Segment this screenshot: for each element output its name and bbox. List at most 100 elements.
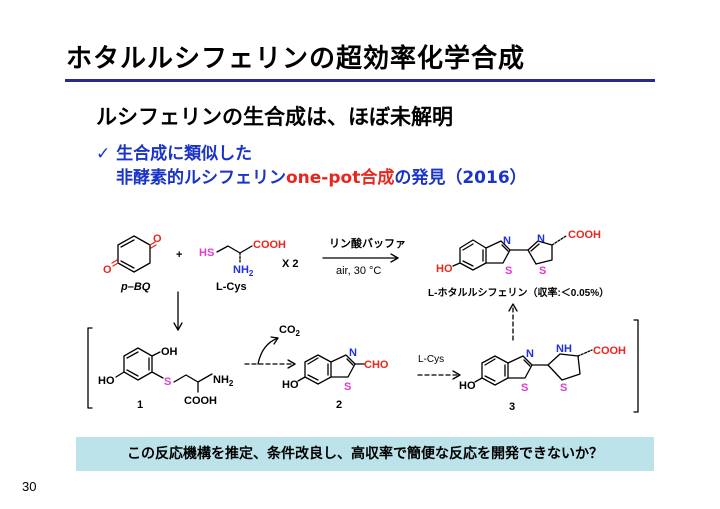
product-s1: S — [505, 265, 512, 277]
dashed-arrow-1-head — [287, 359, 296, 369]
scheme-labels: O O p–BQ + HS COOH NH2 X 2 L-Cys リン酸バッファ… — [98, 229, 626, 413]
co2-curve-head — [270, 336, 279, 345]
pbq-double-1 — [120, 239, 135, 248]
c1-s: S — [164, 376, 171, 388]
c1-nh2: NH2 — [213, 374, 234, 388]
c3-s1: S — [521, 382, 528, 394]
c3-cooh: COOH — [593, 345, 626, 357]
c1-oh: OH — [161, 346, 178, 358]
c1-db2 — [126, 369, 139, 377]
title-divider — [65, 79, 655, 82]
product-n1: N — [503, 235, 511, 247]
product-label: L-ホタルルシフェリン（収率:＜0.05%） — [428, 286, 609, 299]
c2-thiazole-db — [346, 358, 354, 366]
down-arrow-head — [173, 322, 183, 331]
bullet-line-2: 非酵素的ルシフェリンone-pot合成の発見（2016） — [116, 163, 527, 188]
c1-nh: NH — [213, 374, 229, 386]
pbq-ring — [117, 235, 151, 273]
product-s2: S — [539, 265, 546, 277]
cys-cooh: COOH — [253, 239, 286, 251]
c3-number: 3 — [509, 401, 515, 413]
c2-s: S — [344, 381, 351, 393]
cys-nh: NH — [233, 264, 249, 276]
c2-ho: HO — [282, 379, 299, 391]
c2-cho: CHO — [364, 359, 389, 371]
product-ho: HO — [436, 263, 453, 275]
check-icon: ✓ — [96, 144, 111, 164]
c1-oh-bond — [151, 351, 161, 357]
product-thiazoline-db — [530, 243, 540, 252]
product-ho-bond — [452, 262, 461, 267]
page-number: 30 — [22, 479, 37, 494]
cys-hs: HS — [199, 247, 214, 259]
pbq-co-top-2 — [150, 244, 157, 249]
c3-s2: S — [560, 382, 567, 394]
c1-ho-bond — [115, 371, 125, 378]
slide-title: ホタルルシフェリンの超効率化学合成 — [66, 44, 526, 74]
cys-nh2: NH2 — [233, 264, 254, 278]
pbq-co-top — [149, 241, 156, 246]
cys-chain — [216, 245, 253, 254]
product-cooh-bond — [551, 235, 567, 246]
footer-question-text: この反応機構を推定、条件改良し、高収率で簡便な反応を開発できないか？ — [127, 446, 603, 462]
main-arrow-head — [390, 253, 399, 263]
conditions-top: リン酸バッファ — [329, 236, 406, 250]
c3-db1 — [484, 358, 496, 366]
pbq-label: p–BQ — [120, 281, 151, 293]
c2-db1 — [307, 357, 319, 365]
bullet-text-2a: 非酵素的ルシフェリン — [116, 168, 286, 188]
bullet-text-2b: の発見（2016） — [394, 168, 527, 188]
c3-ho-bond — [474, 377, 483, 383]
c1-sub2: 2 — [229, 379, 234, 388]
c2-db2 — [307, 374, 319, 381]
c1-ho: HO — [98, 375, 115, 387]
co2-sub2: 2 — [296, 329, 301, 338]
c3-thiazolidine — [547, 353, 581, 381]
c1-ring — [123, 347, 153, 381]
product-benz-db2 — [462, 260, 474, 267]
slide-subtitle: ルシフェリンの生合成は、ほぼ未解明 — [96, 105, 453, 129]
bullet-text-highlight: one-pot合成 — [286, 168, 395, 188]
c2-number: 2 — [336, 399, 342, 411]
pbq-double-2 — [120, 260, 135, 269]
conditions-bottom: air, 30 °C — [336, 265, 381, 277]
pbq-o-top: O — [153, 233, 162, 245]
co2-co: CO — [279, 324, 296, 336]
c3-cooh-bond — [577, 349, 593, 357]
dashed-arrow-2-head — [452, 370, 461, 380]
c3-ho: HO — [459, 380, 476, 392]
c1-s-bond — [151, 371, 164, 379]
c3-nh: NH — [556, 343, 572, 355]
product-benz-db1 — [462, 243, 474, 251]
co2-curve — [257, 337, 279, 365]
pbq-co-bottom — [112, 262, 119, 267]
product-thiazoline — [527, 240, 553, 265]
bracket-right — [633, 319, 639, 413]
c2-n: N — [349, 347, 357, 359]
c3-n: N — [526, 348, 534, 360]
c1-chain — [173, 373, 213, 383]
bond-lines — [87, 235, 639, 413]
product-n2: N — [537, 233, 545, 245]
c2-ho-bond — [297, 376, 306, 382]
c3-db2 — [484, 375, 496, 382]
c1-cooh: COOH — [184, 395, 217, 407]
product-thiazole-db — [501, 244, 509, 252]
bullet-line-1: ✓ 生合成に類似した — [96, 139, 252, 164]
pbq-co-bottom-2 — [111, 259, 118, 264]
pbq-o-bottom: O — [103, 264, 112, 276]
up-arrow-head — [508, 303, 518, 312]
co2-label: CO2 — [279, 324, 301, 338]
bullet-text-1: 生合成に類似した — [116, 144, 253, 164]
product-cooh: COOH — [568, 229, 601, 241]
cys-sub2: 2 — [249, 269, 254, 278]
times-two: X 2 — [282, 258, 299, 270]
lcys-label: L-Cys — [216, 281, 247, 293]
plus-sign: + — [176, 249, 182, 261]
bracket-left — [87, 327, 93, 409]
c3-thiazole-db — [523, 359, 531, 367]
c1-db1 — [126, 351, 139, 359]
c1-number: 1 — [137, 399, 143, 411]
footer-question-box: この反応機構を推定、条件改良し、高収率で簡便な反応を開発できないか？ — [76, 437, 654, 471]
